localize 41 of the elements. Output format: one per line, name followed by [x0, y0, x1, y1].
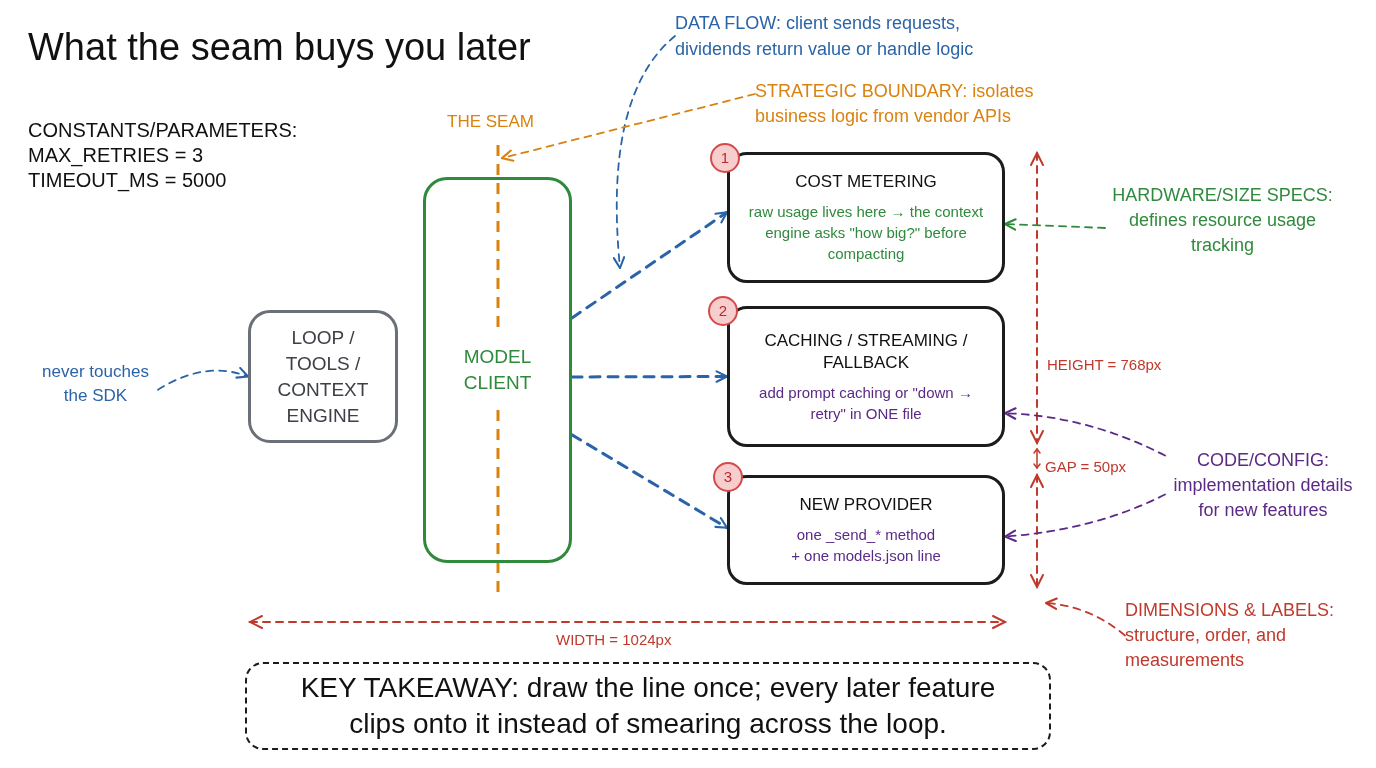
client-box — [423, 177, 572, 563]
callout-number: 1 — [710, 143, 740, 173]
callout-number: 3 — [713, 462, 743, 492]
box-title: MODEL CLIENT — [462, 345, 533, 395]
component-box — [248, 310, 398, 443]
box-title: COST METERING — [795, 171, 937, 193]
box-title: LOOP / TOOLS / CONTEXT ENGINE — [276, 325, 370, 428]
annotation-text: never touches the SDK — [33, 360, 158, 408]
feature-box — [727, 152, 1005, 283]
takeaway-box — [245, 662, 1051, 750]
box-text: one _send_* method + one models.json line — [790, 525, 942, 566]
arrow — [1003, 493, 1166, 542]
annotation-text: CODE/CONFIG: implementation details for new features — [1165, 448, 1361, 523]
annotation-text: DATA FLOW: client sends requests, dividends return value or handle logic — [675, 10, 1010, 62]
arrow — [570, 433, 729, 530]
box-title: CACHING / STREAMING / FALLBACK — [763, 329, 969, 374]
dimension-label: WIDTH = 1024px — [556, 630, 672, 650]
parameter-text: TIMEOUT_MS = 5000 — [28, 168, 227, 193]
arrow — [1044, 597, 1126, 637]
box-title: NEW PROVIDER — [799, 494, 933, 516]
seam-label: THE SEAM — [447, 111, 534, 133]
takeaway-text: KEY TAKEAWAY: draw the line once; every later feature clips onto it instead of smearing across the loop. — [299, 671, 997, 741]
annotation-text: HARDWARE/SIZE SPECS: defines resource usage tracking — [1105, 183, 1340, 258]
annotation-text: STRATEGIC BOUNDARY: isolates business logic from vendor APIs — [755, 79, 1070, 129]
parameter-text: MAX_RETRIES = 3 — [28, 143, 204, 168]
parameter-text: CONSTANTS/PARAMETERS: — [28, 118, 298, 143]
feature-box — [727, 306, 1005, 447]
arrow — [500, 93, 756, 162]
arrow — [570, 210, 729, 320]
box-text: add prompt caching or "down → retry" in ONE file — [758, 382, 974, 424]
callout-number: 2 — [708, 296, 738, 326]
arrow — [1003, 407, 1166, 457]
arrow — [570, 370, 729, 383]
arrow — [1003, 218, 1106, 231]
arrow — [157, 367, 250, 391]
annotation-text: DIMENSIONS & LABELS: structure, order, and measurements — [1125, 598, 1370, 673]
diagram-title: What the seam buys you later — [28, 25, 531, 70]
arrow — [612, 35, 676, 270]
box-text: raw usage lives here → the context engine asks "how big?" before compacting — [747, 202, 985, 264]
dimension-label: HEIGHT = 768px — [1047, 355, 1162, 375]
dimension-label: GAP = 50px — [1045, 457, 1127, 477]
